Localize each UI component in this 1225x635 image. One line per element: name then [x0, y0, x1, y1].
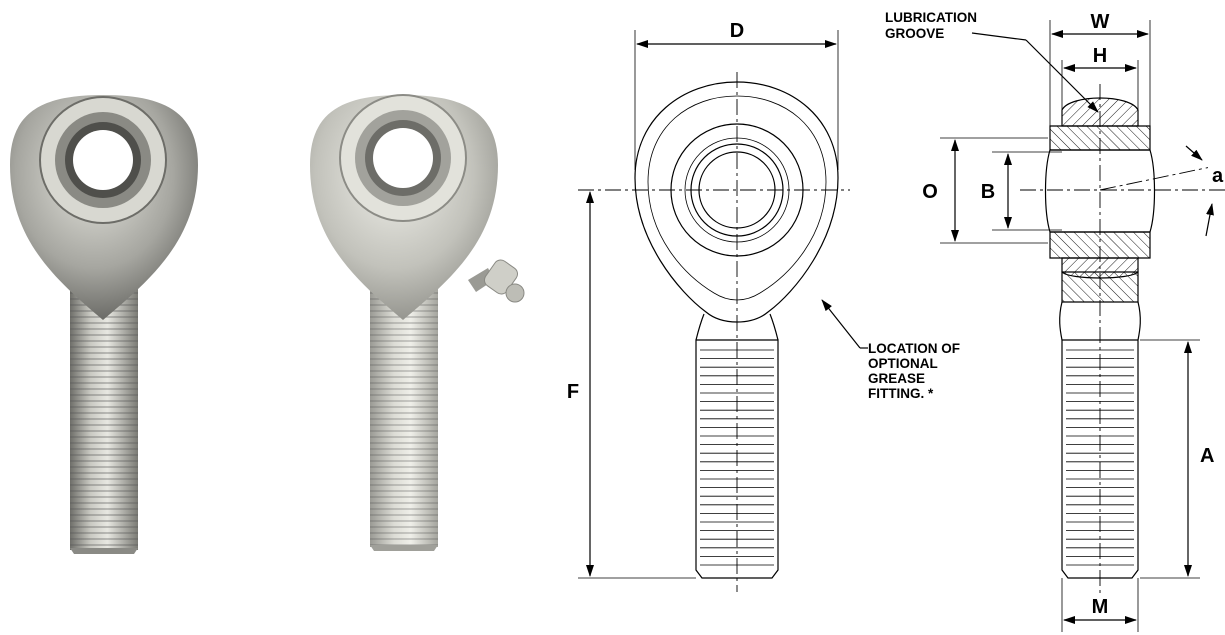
bore-hole [73, 130, 133, 190]
dim-label-m: M [1092, 596, 1109, 618]
dim-label-w: W [1091, 11, 1110, 33]
dim-label-h: H [1093, 45, 1107, 67]
dim-label-o: O [922, 181, 938, 203]
grease-fitting [468, 259, 525, 303]
grease-callout-line1: LOCATION OF [868, 341, 960, 356]
grease-callout-line4: FITTING. * [868, 386, 934, 401]
lubrication-callout-line1: LUBRICATION [885, 10, 977, 25]
dim-label-b: B [981, 181, 995, 203]
bore-hole [373, 128, 433, 188]
dim-label-a: A [1200, 445, 1214, 467]
grease-callout-line3: GREASE [868, 371, 925, 386]
rod-end-photo-plain [10, 95, 198, 554]
rod-end-photo-grease [310, 94, 525, 551]
front-view-drawing: D F LOCATION OF OPTIONAL GREASE FITTING.… [562, 20, 960, 592]
dim-label-angle: a [1212, 165, 1224, 187]
lubrication-callout-line2: GROOVE [885, 26, 944, 41]
dim-label-d: D [730, 20, 744, 42]
shank-outline [695, 339, 779, 579]
section-view-drawing: W H LUBRICATION GROOVE O B a A [885, 10, 1225, 632]
dim-label-f: F [567, 381, 579, 403]
grease-callout-line2: OPTIONAL [868, 356, 938, 371]
